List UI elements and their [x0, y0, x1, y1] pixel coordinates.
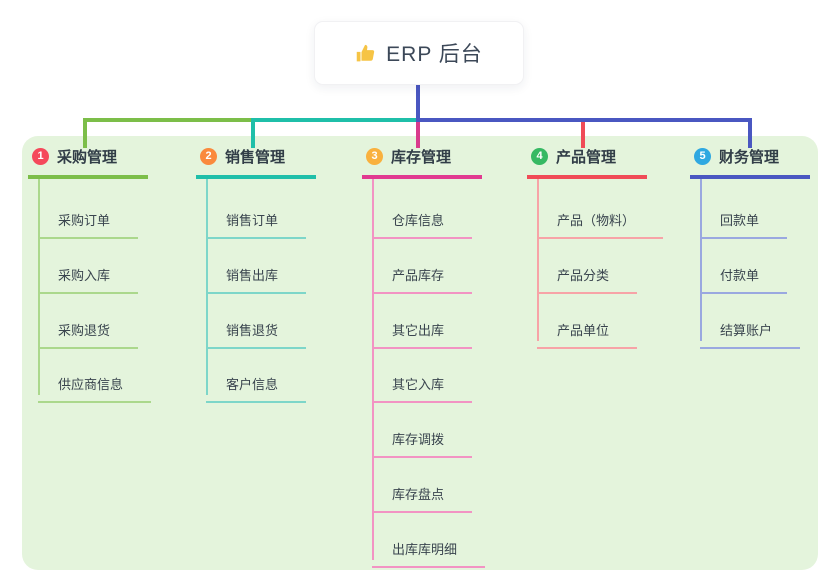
trunk-segment-right	[416, 118, 750, 122]
child-label: 采购入库	[58, 268, 111, 283]
branch-number-badge: 4	[531, 148, 548, 165]
child-node-回款单[interactable]: 回款单	[700, 193, 788, 239]
branch-drop-line	[251, 118, 255, 148]
child-node-出库库明细[interactable]: 出库库明细	[372, 522, 486, 568]
child-node-产品库存[interactable]: 产品库存	[372, 248, 473, 294]
trunk-segment-middle	[251, 118, 418, 122]
child-label: 回款单	[720, 213, 760, 228]
child-label: 产品库存	[392, 268, 445, 283]
child-node-其它出库[interactable]: 其它出库	[372, 303, 473, 349]
branch-drop-line	[748, 118, 752, 148]
child-label: 出库库明细	[392, 542, 458, 557]
child-label: 产品（物料）	[557, 213, 636, 228]
child-label: 付款单	[720, 268, 760, 283]
child-label: 销售出库	[226, 268, 279, 283]
branch-number-badge: 3	[366, 148, 383, 165]
child-node-产品单位[interactable]: 产品单位	[537, 303, 638, 349]
child-node-销售退货[interactable]: 销售退货	[206, 303, 307, 349]
child-label: 产品单位	[557, 323, 610, 338]
thumbs-up-icon	[356, 44, 375, 61]
child-connector-line	[206, 179, 208, 395]
child-connector-line	[372, 179, 374, 560]
branch-number-badge: 5	[694, 148, 711, 165]
child-label: 其它入库	[392, 377, 445, 392]
branch-node-财务管理[interactable]: 5 财务管理	[690, 145, 810, 179]
branch-drop-line	[416, 121, 420, 148]
child-node-采购入库[interactable]: 采购入库	[38, 248, 139, 294]
child-label: 结算账户	[720, 323, 773, 338]
child-node-库存盘点[interactable]: 库存盘点	[372, 467, 473, 513]
branch-label: 销售管理	[225, 149, 286, 166]
branch-node-采购管理[interactable]: 1 采购管理	[28, 145, 148, 179]
child-label: 其它出库	[392, 323, 445, 338]
child-label: 销售订单	[226, 213, 279, 228]
child-label: 采购退货	[58, 323, 111, 338]
branch-drop-line	[581, 121, 585, 148]
branch-label: 库存管理	[391, 149, 452, 166]
branch-label: 财务管理	[719, 149, 780, 166]
branch-number-badge: 1	[32, 148, 49, 165]
child-label: 产品分类	[557, 268, 610, 283]
child-label: 库存调拨	[392, 432, 445, 447]
child-node-销售订单[interactable]: 销售订单	[206, 193, 307, 239]
child-node-付款单[interactable]: 付款单	[700, 248, 788, 294]
root-trunk-line	[416, 83, 420, 120]
child-label: 仓库信息	[392, 213, 445, 228]
child-node-其它入库[interactable]: 其它入库	[372, 357, 473, 403]
child-node-仓库信息[interactable]: 仓库信息	[372, 193, 473, 239]
child-node-销售出库[interactable]: 销售出库	[206, 248, 307, 294]
child-node-结算账户[interactable]: 结算账户	[700, 303, 801, 349]
branch-label: 采购管理	[57, 149, 118, 166]
branch-number-badge: 2	[200, 148, 217, 165]
child-node-采购订单[interactable]: 采购订单	[38, 193, 139, 239]
root-node[interactable]: ERP 后台	[314, 21, 524, 85]
child-connector-line	[537, 179, 539, 341]
branch-drop-line	[83, 118, 87, 148]
child-label: 客户信息	[226, 377, 279, 392]
branch-label: 产品管理	[556, 149, 617, 166]
child-node-采购退货[interactable]: 采购退货	[38, 303, 139, 349]
child-label: 销售退货	[226, 323, 279, 338]
child-label: 采购订单	[58, 213, 111, 228]
child-node-客户信息[interactable]: 客户信息	[206, 357, 307, 403]
child-node-库存调拨[interactable]: 库存调拨	[372, 412, 473, 458]
child-connector-line	[700, 179, 702, 341]
child-connector-line	[38, 179, 40, 395]
branch-node-销售管理[interactable]: 2 销售管理	[196, 145, 316, 179]
root-title: ERP 后台	[386, 43, 483, 66]
branch-node-库存管理[interactable]: 3 库存管理	[362, 145, 482, 179]
branches-panel	[22, 136, 818, 570]
child-node-产品（物料）[interactable]: 产品（物料）	[537, 193, 664, 239]
child-node-产品分类[interactable]: 产品分类	[537, 248, 638, 294]
child-node-供应商信息[interactable]: 供应商信息	[38, 357, 152, 403]
branch-node-产品管理[interactable]: 4 产品管理	[527, 145, 647, 179]
child-label: 供应商信息	[58, 377, 124, 392]
trunk-segment-left	[83, 118, 253, 122]
child-label: 库存盘点	[392, 487, 445, 502]
